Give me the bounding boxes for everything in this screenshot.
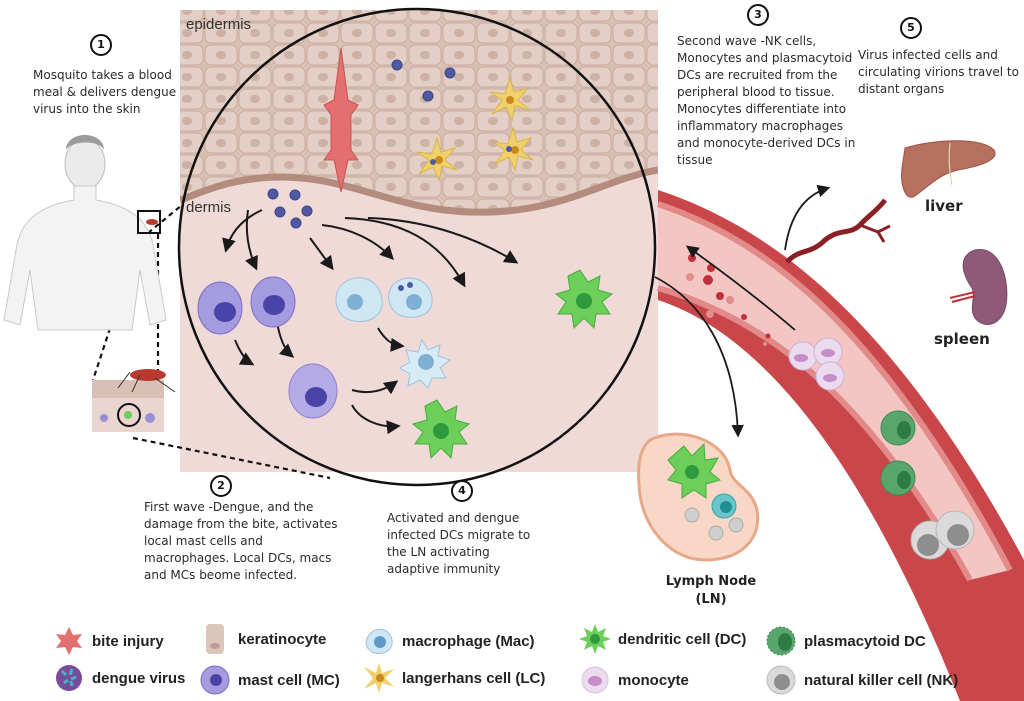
legend-label: dengue virus [92,669,186,687]
lymph-node-label-line1: Lymph Node [665,574,757,589]
plasmacytoid-dc-icon [766,626,796,656]
blood-vessel [657,190,1024,701]
mast-cells [197,276,338,419]
legend-label: mast cell (MC) [238,671,340,689]
dengue-virus-icon [56,665,82,691]
bite-site-box [137,210,161,234]
step-2-text: First wave -Dengue, and the damage from … [144,500,338,582]
dendritic-cells [411,269,614,460]
epidermis-layer [180,10,658,213]
macrophages [335,277,452,389]
mosquito-inset [92,369,176,432]
step-4-number: 4 [451,480,473,502]
epidermis-label: epidermis [186,16,252,33]
lymph-node-label: Lymph Node (LN) [656,573,766,609]
step-5-text: Virus infected cells and circulating vir… [858,48,1019,96]
legend-item-plasmacytoid-dc: plasmacytoid DC [764,624,926,658]
lymph-node [637,432,760,562]
legend-label: natural killer cell (NK) [804,671,959,689]
step-4-text: Activated and dengue infected DCs migrat… [387,511,531,576]
dermis-label: dermis [186,199,232,216]
dengue-virus-group [267,59,456,229]
legend-label: keratinocyte [238,630,327,648]
legend-label: macrophage (Mac) [402,632,535,650]
legend-label: plasmacytoid DC [804,632,926,650]
step-3-number: 3 [747,4,769,26]
legend-item-mast-cell: mast cell (MC) [198,663,340,697]
step-3-text: Second wave -NK cells, Monocytes and pla… [677,34,856,167]
spleen [962,249,1008,325]
liver-label: liver [925,197,963,215]
step-2-number: 2 [210,475,232,497]
bite-injury [323,47,359,193]
step-5-number: 5 [900,17,922,39]
skin-section [180,10,658,472]
lymph-node-label-line2: (LN) [695,592,727,607]
legend-item-macrophage: macrophage (Mac) [362,624,535,658]
keratinocyte-icon [206,624,224,654]
dendritic-cell-icon [579,624,611,654]
legend-label: langerhans cell (LC) [402,669,546,687]
legend-item-dengue-virus: dengue virus [52,661,185,695]
legend-item-langerhans-cell: langerhans cell (LC) [362,661,545,695]
legend-item-dendritic-cell: dendritic cell (DC) [578,622,746,656]
legend-item-keratinocyte: keratinocyte [198,622,326,656]
mast-cell-icon [200,665,230,695]
legend-label: bite injury [92,632,164,650]
legend-item-nk-cell: natural killer cell (NK) [764,663,958,697]
langerhans-cell-icon [364,663,394,693]
macrophage-icon [365,628,393,654]
nk-cell-icon [766,665,796,695]
step-1-text: Mosquito takes a blood meal & delivers d… [33,68,177,116]
legend-label: dendritic cell (DC) [618,630,747,648]
legend-item-monocyte: monocyte [578,663,689,697]
legend-item-bite-injury: bite injury [52,624,164,658]
migration-arrows [654,184,831,438]
infection-arrows [222,209,519,435]
langerhans-cells [416,76,534,182]
spleen-label: spleen [934,330,990,348]
legend-label: monocyte [618,671,689,689]
mosquito [130,369,166,381]
bite-injury-icon [56,627,82,655]
step-1-number: 1 [90,34,112,56]
monocyte-icon [581,666,609,694]
liver [901,140,996,198]
magnifier-circle [177,7,657,487]
human-body [3,135,167,331]
